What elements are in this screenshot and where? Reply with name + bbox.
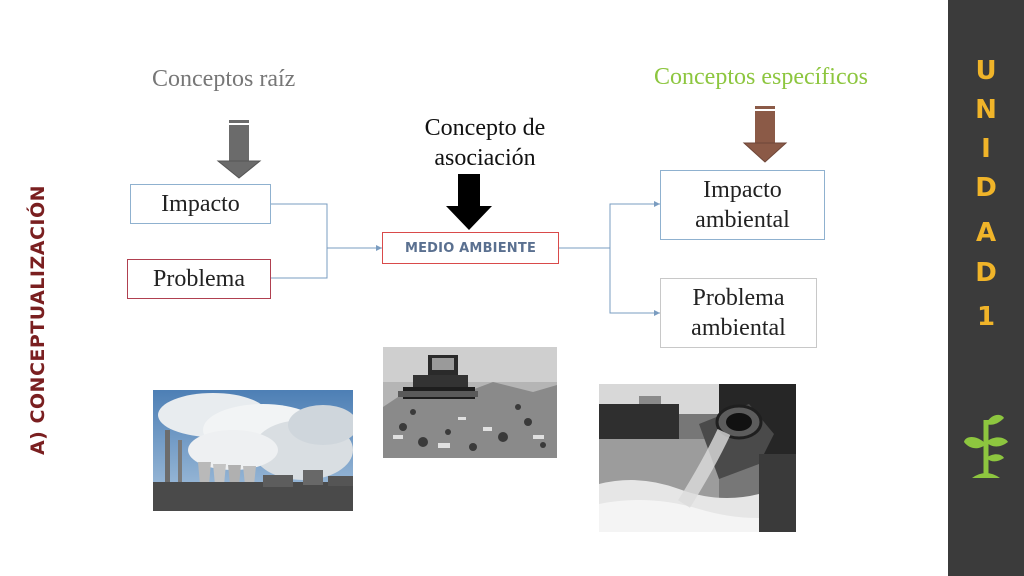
diagram-arrows: [216, 106, 788, 316]
medio-ambiente-label: MEDIO AMBIENTE: [404, 240, 537, 256]
unidad-sidebar: U N I D A D 1: [948, 0, 1024, 576]
problema-ambiental-label: Problema ambiental: [691, 285, 786, 341]
impacto-label: Impacto: [161, 191, 240, 217]
connector-lines-right: [559, 203, 660, 314]
unidad-letter: A: [975, 218, 997, 248]
root-concepts-heading: Conceptos raíz: [152, 66, 296, 92]
unidad-letter: D: [975, 173, 997, 203]
impacto-ambiental-label: Impacto ambiental: [695, 177, 790, 233]
unidad-letter: 1: [976, 302, 996, 332]
problema-label: Problema: [153, 266, 245, 292]
connector-arrowhead: [376, 245, 382, 251]
plant-sprout-icon: [964, 414, 1008, 478]
unidad-letter: D: [975, 258, 997, 288]
connector-arrowhead: [654, 201, 660, 207]
impacto-box: Impacto: [130, 184, 271, 224]
conceptualizacion-side-label: A) CONCEPTUALIZACIÓN: [27, 184, 49, 456]
down-arrow-icon: [216, 120, 262, 179]
specific-concepts-heading: Conceptos específicos: [654, 64, 868, 90]
unidad-letter: N: [975, 95, 997, 125]
unidad-letter: I: [981, 134, 991, 164]
connector-arrowhead: [654, 310, 660, 316]
unidad-letter: U: [975, 56, 997, 86]
landfill-bulldozer-photo: [383, 347, 557, 458]
connector-lines-left: [271, 203, 382, 279]
impacto-ambiental-box: Impacto ambiental: [660, 170, 825, 240]
medio-ambiente-box: MEDIO AMBIENTE: [382, 232, 559, 264]
down-arrow-icon: [742, 106, 788, 163]
problema-ambiental-box: Problema ambiental: [660, 278, 817, 348]
problema-box: Problema: [127, 259, 271, 299]
polluted-river-photo: [599, 384, 796, 532]
down-arrow-icon: [446, 174, 492, 230]
association-concept-heading: Concepto de asociación: [424, 115, 546, 171]
factory-pollution-photo: [153, 390, 353, 511]
